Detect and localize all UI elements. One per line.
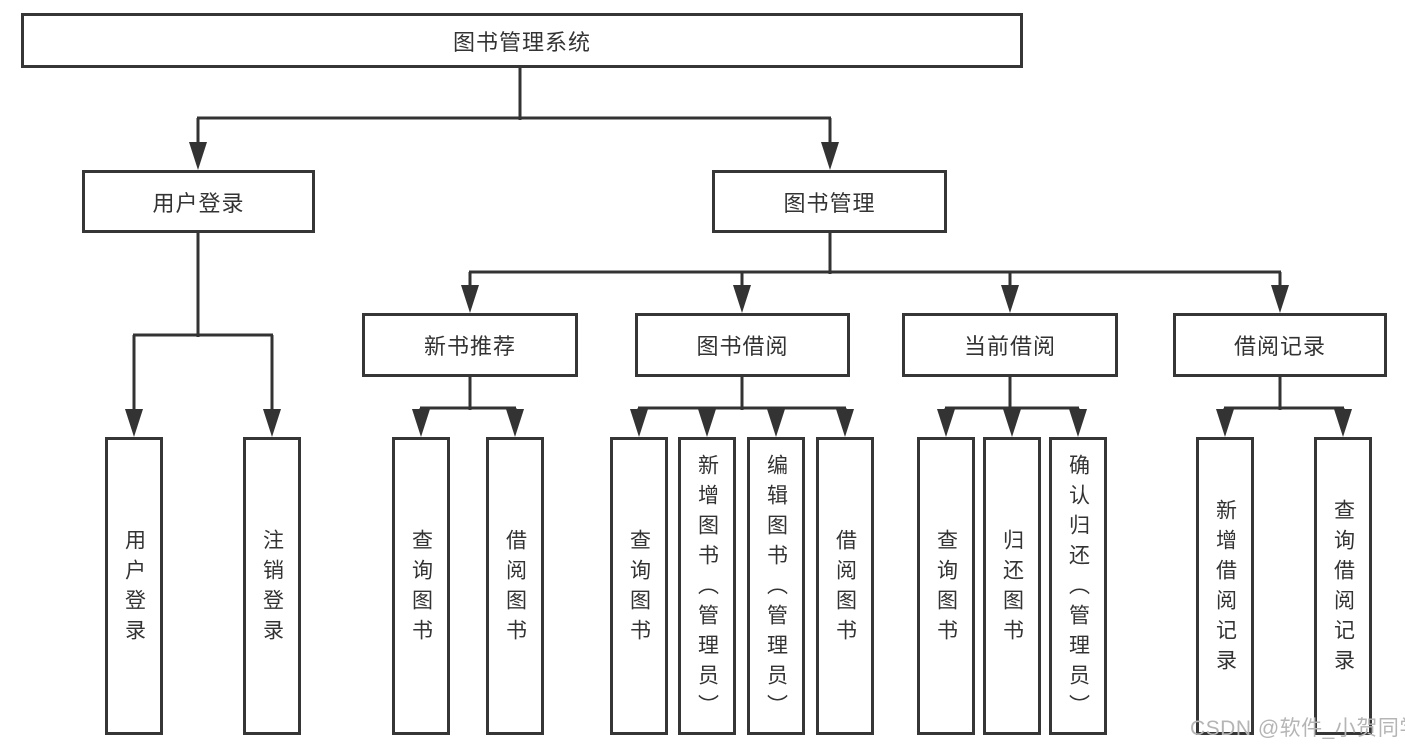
leaf-query-borrow-record: 查询借阅记录 bbox=[1314, 437, 1372, 735]
node-borrow-records: 借阅记录 bbox=[1173, 313, 1387, 377]
leaf-borrow-books-borrow: 借阅图书 bbox=[816, 437, 874, 735]
leaf-edit-book-admin: 编辑图书（管理员） bbox=[747, 437, 805, 735]
connector-book-borrow bbox=[630, 377, 854, 437]
node-root: 图书管理系统 bbox=[21, 13, 1023, 68]
leaf-query-books-newrec: 查询图书 bbox=[392, 437, 450, 735]
node-new-book-recommend: 新书推荐 bbox=[362, 313, 578, 377]
connector-new-book-recommend bbox=[412, 377, 524, 437]
node-current-borrow: 当前借阅 bbox=[902, 313, 1118, 377]
leaf-add-book-admin: 新增图书（管理员） bbox=[678, 437, 736, 735]
leaf-return-books: 归还图书 bbox=[983, 437, 1041, 735]
leaf-logout: 注销登录 bbox=[243, 437, 301, 735]
leaf-query-books-current: 查询图书 bbox=[917, 437, 975, 735]
connector-borrow-records bbox=[1216, 377, 1352, 437]
connector-root bbox=[189, 68, 839, 170]
leaf-query-books-borrow: 查询图书 bbox=[610, 437, 668, 735]
node-book-management: 图书管理 bbox=[712, 170, 947, 233]
leaf-borrow-books-newrec: 借阅图书 bbox=[486, 437, 544, 735]
node-user-login-branch: 用户登录 bbox=[82, 170, 315, 233]
leaf-confirm-return-admin: 确认归还（管理员） bbox=[1049, 437, 1107, 735]
connector-current-borrow bbox=[937, 377, 1087, 437]
leaf-user-login: 用户登录 bbox=[105, 437, 163, 735]
connector-user-login-branch bbox=[125, 233, 281, 437]
watermark: CSDN @软件_小贺同学 bbox=[1190, 717, 1405, 740]
leaf-add-borrow-record: 新增借阅记录 bbox=[1196, 437, 1254, 735]
node-book-borrow: 图书借阅 bbox=[635, 313, 850, 377]
connector-book-management bbox=[461, 233, 1289, 313]
